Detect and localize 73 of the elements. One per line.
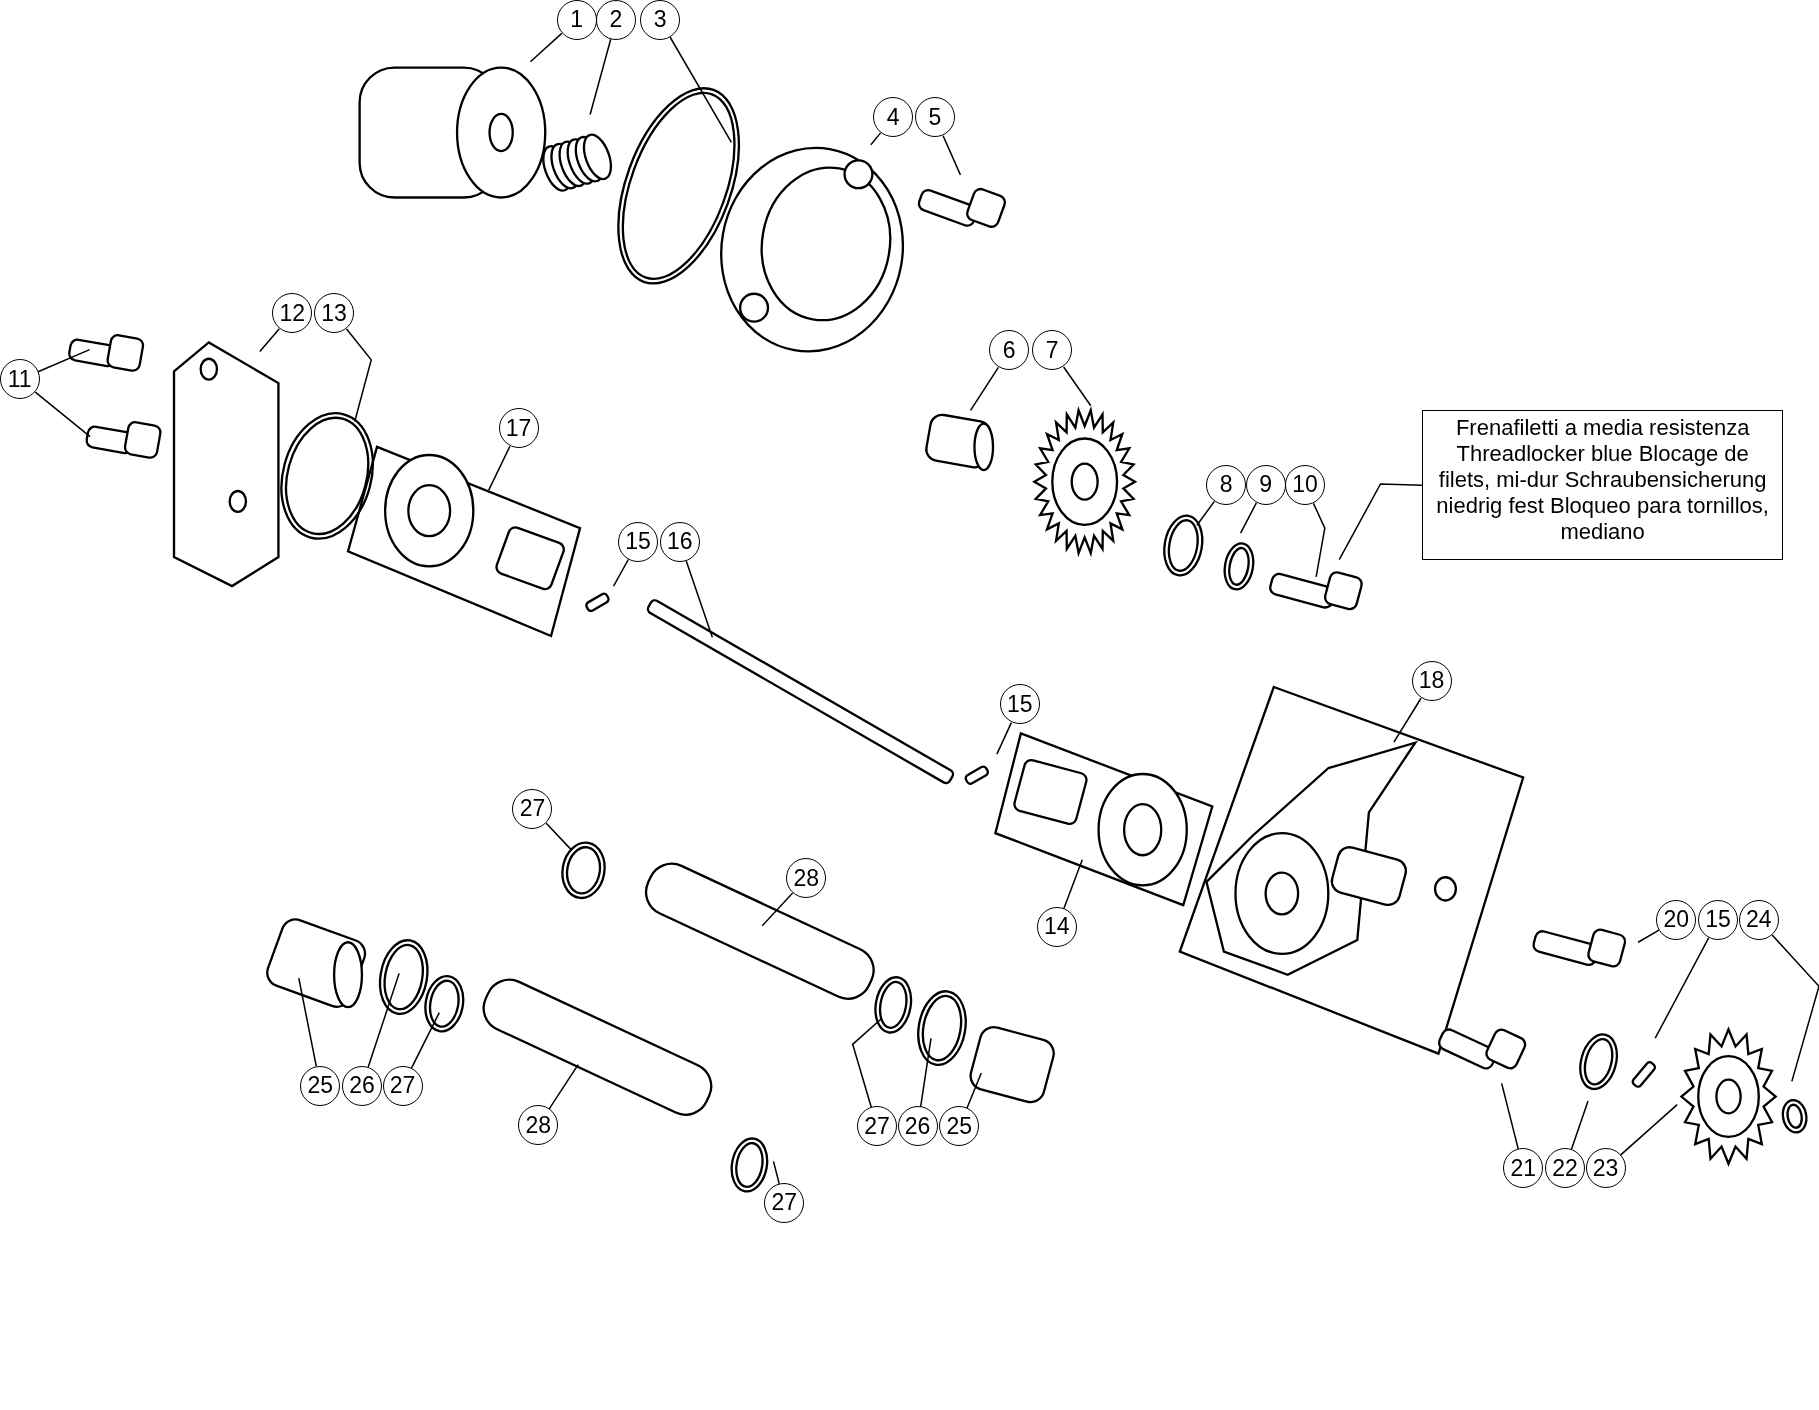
leader-line <box>34 391 91 438</box>
leader-line <box>1393 697 1422 743</box>
leader-line <box>870 132 882 146</box>
leader-line <box>685 560 714 639</box>
leader-line <box>669 36 733 143</box>
callout-number: 17 <box>498 408 539 449</box>
leader-line <box>1771 934 1819 1083</box>
leader-line <box>996 721 1013 755</box>
leader-line <box>772 1160 780 1185</box>
callout-number: 13 <box>314 293 355 334</box>
note-box: Frenafiletti a media resistenza Threadlocker blue Blocage de filets, mi-dur Schraubensicherung niedrig fest Bloqueo para tornillos, mediano <box>1422 409 1784 561</box>
leader-line <box>851 1018 883 1109</box>
callout-number: 28 <box>518 1105 559 1146</box>
leader-line <box>488 445 511 491</box>
callout-number: 3 <box>640 0 681 40</box>
leader-line <box>942 134 962 176</box>
callout-number: 12 <box>272 293 313 334</box>
callout-number: 14 <box>1036 906 1077 947</box>
callout-number: 7 <box>1032 330 1073 371</box>
leader-line <box>298 977 318 1068</box>
leader-line <box>529 32 563 63</box>
callout-number: 2 <box>596 0 636 40</box>
leader-line <box>1063 858 1084 910</box>
callout-number: 10 <box>1285 464 1326 505</box>
callout-number: 26 <box>341 1065 382 1106</box>
callout-number: 1 <box>556 0 597 40</box>
callout-number: 24 <box>1738 899 1779 940</box>
leader-line <box>612 558 630 587</box>
callout-number: 27 <box>857 1106 897 1147</box>
callout-number: 6 <box>989 330 1030 371</box>
leader-line <box>1637 929 1660 943</box>
callout-number: 4 <box>873 97 914 138</box>
callout-number: 28 <box>786 858 827 899</box>
callout-number: 15 <box>1698 899 1739 940</box>
leader-line <box>919 1037 932 1108</box>
leader-line <box>1196 500 1216 527</box>
leader-line <box>548 1063 579 1110</box>
callout-number: 23 <box>1585 1148 1626 1189</box>
leader-line <box>1654 937 1710 1039</box>
leader-line <box>345 328 373 423</box>
callout-number: 25 <box>939 1106 980 1147</box>
leader-line <box>1619 1103 1678 1156</box>
leader-line <box>969 366 1000 412</box>
leader-line <box>1239 502 1258 534</box>
callout-number: 21 <box>1503 1148 1544 1189</box>
callout-number: 8 <box>1206 464 1247 505</box>
leader-line <box>410 1011 441 1069</box>
leader-line <box>1500 1082 1520 1150</box>
callout-number: 27 <box>512 788 553 829</box>
callout-number: 26 <box>897 1106 938 1147</box>
callout-number: 15 <box>999 684 1040 725</box>
leader-line <box>966 1072 983 1109</box>
callout-number: 20 <box>1656 899 1697 940</box>
callout-number: 22 <box>1544 1148 1585 1189</box>
callout-number: 16 <box>659 521 700 562</box>
leader-line <box>545 822 573 852</box>
callout-number: 18 <box>1411 660 1452 701</box>
leader-line <box>1338 483 1423 561</box>
leader-line <box>367 972 400 1068</box>
callout-number: 9 <box>1245 464 1286 505</box>
callout-number: 5 <box>915 97 955 138</box>
callout-number: 25 <box>300 1065 341 1106</box>
leader-line <box>37 348 91 373</box>
leader-line <box>761 892 794 927</box>
callout-number: 27 <box>764 1183 805 1223</box>
callout-number: 27 <box>382 1065 423 1106</box>
leader-line <box>589 38 612 116</box>
leader-line <box>1570 1100 1589 1151</box>
leader-line <box>1062 366 1092 407</box>
leader-line <box>1312 502 1326 578</box>
callout-number: 15 <box>618 521 659 562</box>
leader-line <box>259 327 281 353</box>
callout-number: 11 <box>0 359 40 400</box>
